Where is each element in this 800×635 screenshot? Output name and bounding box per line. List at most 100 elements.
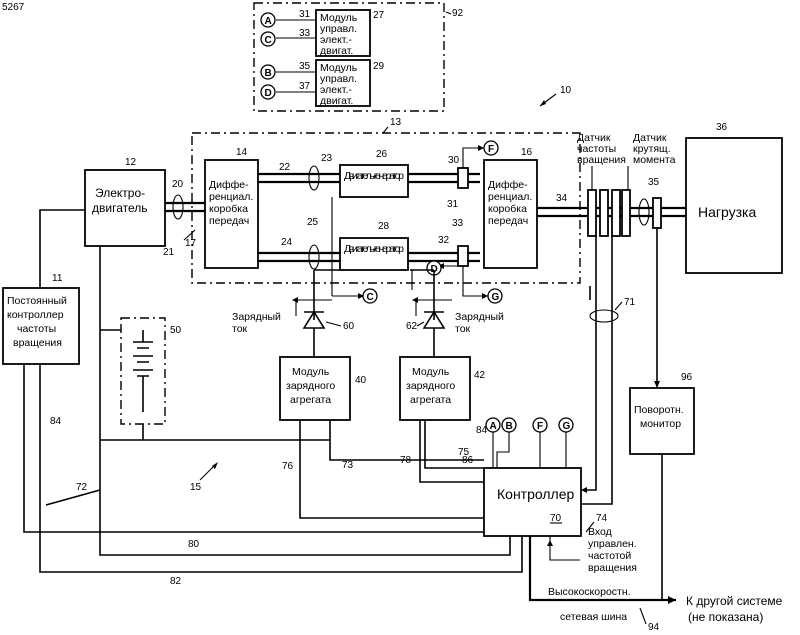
charge-current-left-2: ток [232,323,248,335]
svg-text:76: 76 [282,461,294,472]
other-system-2: (не показана) [688,610,763,624]
svg-text:96: 96 [681,372,693,383]
charge-current-left-1: Зарядный [232,311,281,323]
svg-text:C: C [265,35,272,46]
load-36: Нагрузка [686,138,782,273]
csc-line-1: Постоянный [7,295,67,307]
speed-sensor-line-3: вращения [577,154,626,166]
svg-text:35: 35 [299,61,311,72]
clutch-30 [458,168,468,188]
battery-50 [133,330,153,412]
svg-text:84: 84 [50,416,62,427]
svg-text:35: 35 [648,177,660,188]
torque-sensor-line-3: момента [633,154,676,166]
connector-f-gearbox: F [484,141,498,155]
csc-line-3: частоты [17,323,56,335]
svg-text:14: 14 [236,147,248,158]
svg-text:84: 84 [476,425,488,436]
charger-module-40: Модуль зарядного агрегата [280,357,350,420]
svg-text:82: 82 [170,576,182,587]
connector-g-bottom: G [559,418,573,432]
svg-text:73: 73 [342,460,354,471]
torque-sensor-element [612,190,620,236]
other-system-1: К другой системе [686,594,783,608]
bus-label-1: Высокоскоростн. [548,586,631,598]
motor-generator-26: Двигатель-генератор [340,165,408,197]
controller-70: Контроллер [484,468,581,536]
svg-text:33: 33 [452,218,464,229]
svg-text:78: 78 [400,455,412,466]
svg-text:13: 13 [390,117,402,128]
svg-text:C: C [367,292,374,303]
mg-bottom-label: Двигатель-генератор [344,243,404,255]
connector-d-top: D [261,85,275,99]
charge-current-right-1: Зарядный [455,311,504,323]
svg-text:31: 31 [299,9,311,20]
speed-input-line-3: частотой [588,550,631,562]
motor-control-module-29: Модуль управл. элект.- двигат. [316,60,370,107]
svg-text:B: B [265,68,272,79]
svg-text:12: 12 [125,157,137,168]
svg-text:40: 40 [355,375,367,386]
diff-gearbox-14: Диффе- ренциал. коробка передач [205,160,258,268]
svg-text:D: D [265,88,272,99]
svg-text:72: 72 [76,482,88,493]
svg-text:23: 23 [321,153,333,164]
svg-text:F: F [537,421,543,432]
svg-text:17: 17 [185,238,197,249]
ch1-line-3: агрегата [290,394,331,406]
lgb-line-2: ренциал. [209,191,253,203]
diff-gearbox-16: Диффе- ренциал. коробка передач [484,160,537,268]
svg-text:34: 34 [556,193,568,204]
svg-text:42: 42 [474,370,486,381]
rgb-line-4: передач [488,215,528,227]
speed-input-line-1: Вход [588,526,612,538]
svg-text:92: 92 [452,8,464,19]
ch1-line-2: зарядного [286,380,335,392]
load-label: Нагрузка [698,204,756,220]
rgb-line-3: коробка [488,203,527,215]
svg-text:70: 70 [550,513,562,524]
motor-control-module-27: Модуль управл. элект.- двигат. [316,10,370,57]
connector-b-top: B [261,65,275,79]
corner-id: 5267 [2,2,25,13]
svg-text:60: 60 [343,321,355,332]
ch2-line-1: Модуль [412,366,450,378]
rm-line-2: монитор [640,418,681,430]
svg-text:27: 27 [373,10,385,21]
csc-line-2: контроллер [7,309,64,321]
speed-input-line-2: управлен. [588,538,637,550]
electric-motor-12: Электро- двигатель [85,170,165,246]
svg-text:16: 16 [521,147,533,158]
svg-text:15: 15 [190,482,202,493]
charger-module-42: Модуль зарядного агрегата [400,357,470,420]
rotation-monitor-96: Поворотн. монитор [630,388,694,454]
svg-text:33: 33 [299,28,311,39]
svg-text:22: 22 [279,162,291,173]
svg-text:31: 31 [447,199,459,210]
connector-c-top: C [261,32,275,46]
connector-c-mid: C [363,289,377,303]
svg-text:20: 20 [172,179,184,190]
controller-label: Контроллер [497,486,574,502]
speed-sensor-element [588,190,596,236]
svg-text:28: 28 [378,221,390,232]
svg-text:80: 80 [188,539,200,550]
lgb-line-1: Диффе- [209,179,249,191]
rgb-line-2: ренциал. [488,191,532,203]
svg-text:36: 36 [716,122,728,133]
connector-a-top: A [261,13,275,27]
svg-text:A: A [265,16,272,27]
svg-text:50: 50 [170,325,182,336]
svg-text:B: B [506,421,513,432]
rgb-line-1: Диффе- [488,179,528,191]
lgb-line-4: передач [209,215,249,227]
motor-line-2: двигатель [92,201,148,215]
connector-b-bottom: B [502,418,516,432]
motor-generator-28: Двигатель-генератор [340,238,408,270]
bus-label-2: сетевая шина [560,611,627,623]
constant-speed-controller-11: Постоянный контроллер частоты вращения [3,288,79,364]
connector-g-gearbox: G [488,289,502,303]
rm-line-1: Поворотн. [634,404,684,416]
